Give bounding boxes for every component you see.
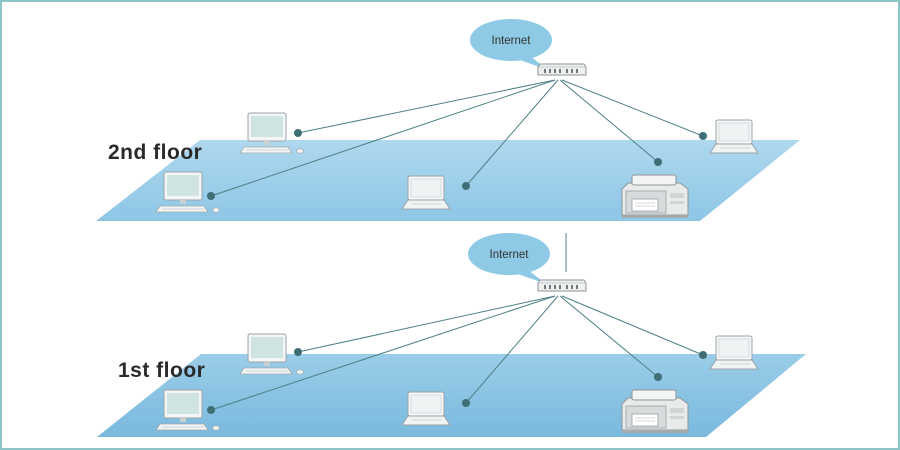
connection-node — [207, 406, 215, 414]
connection-node — [462, 399, 470, 407]
internet-bubble: Internet — [468, 233, 550, 284]
floor-1-connections — [210, 295, 704, 411]
connection-node — [462, 182, 470, 190]
connection-node — [699, 132, 707, 140]
internet-label: Internet — [490, 249, 530, 261]
router-icon — [537, 63, 587, 76]
connection-node — [207, 192, 215, 200]
floor-label: 2nd floor — [108, 141, 202, 164]
connection-node — [294, 129, 302, 137]
connection-node — [699, 351, 707, 359]
internet-bubble: Internet — [470, 19, 552, 70]
connection-node — [294, 348, 302, 356]
floor-label: 1st floor — [118, 359, 205, 382]
floor-1: Internet 1st floor — [97, 233, 806, 437]
laptop-icon — [401, 175, 451, 210]
connection-node — [654, 158, 662, 166]
connection-node — [654, 373, 662, 381]
laptop-icon — [401, 391, 451, 426]
router-icon — [537, 279, 587, 292]
floor-2: Internet 2nd floor — [96, 19, 800, 221]
floor-2-connections — [210, 79, 704, 197]
laptop-icon — [709, 119, 759, 154]
laptop-icon — [709, 335, 759, 370]
internet-label: Internet — [492, 35, 532, 47]
